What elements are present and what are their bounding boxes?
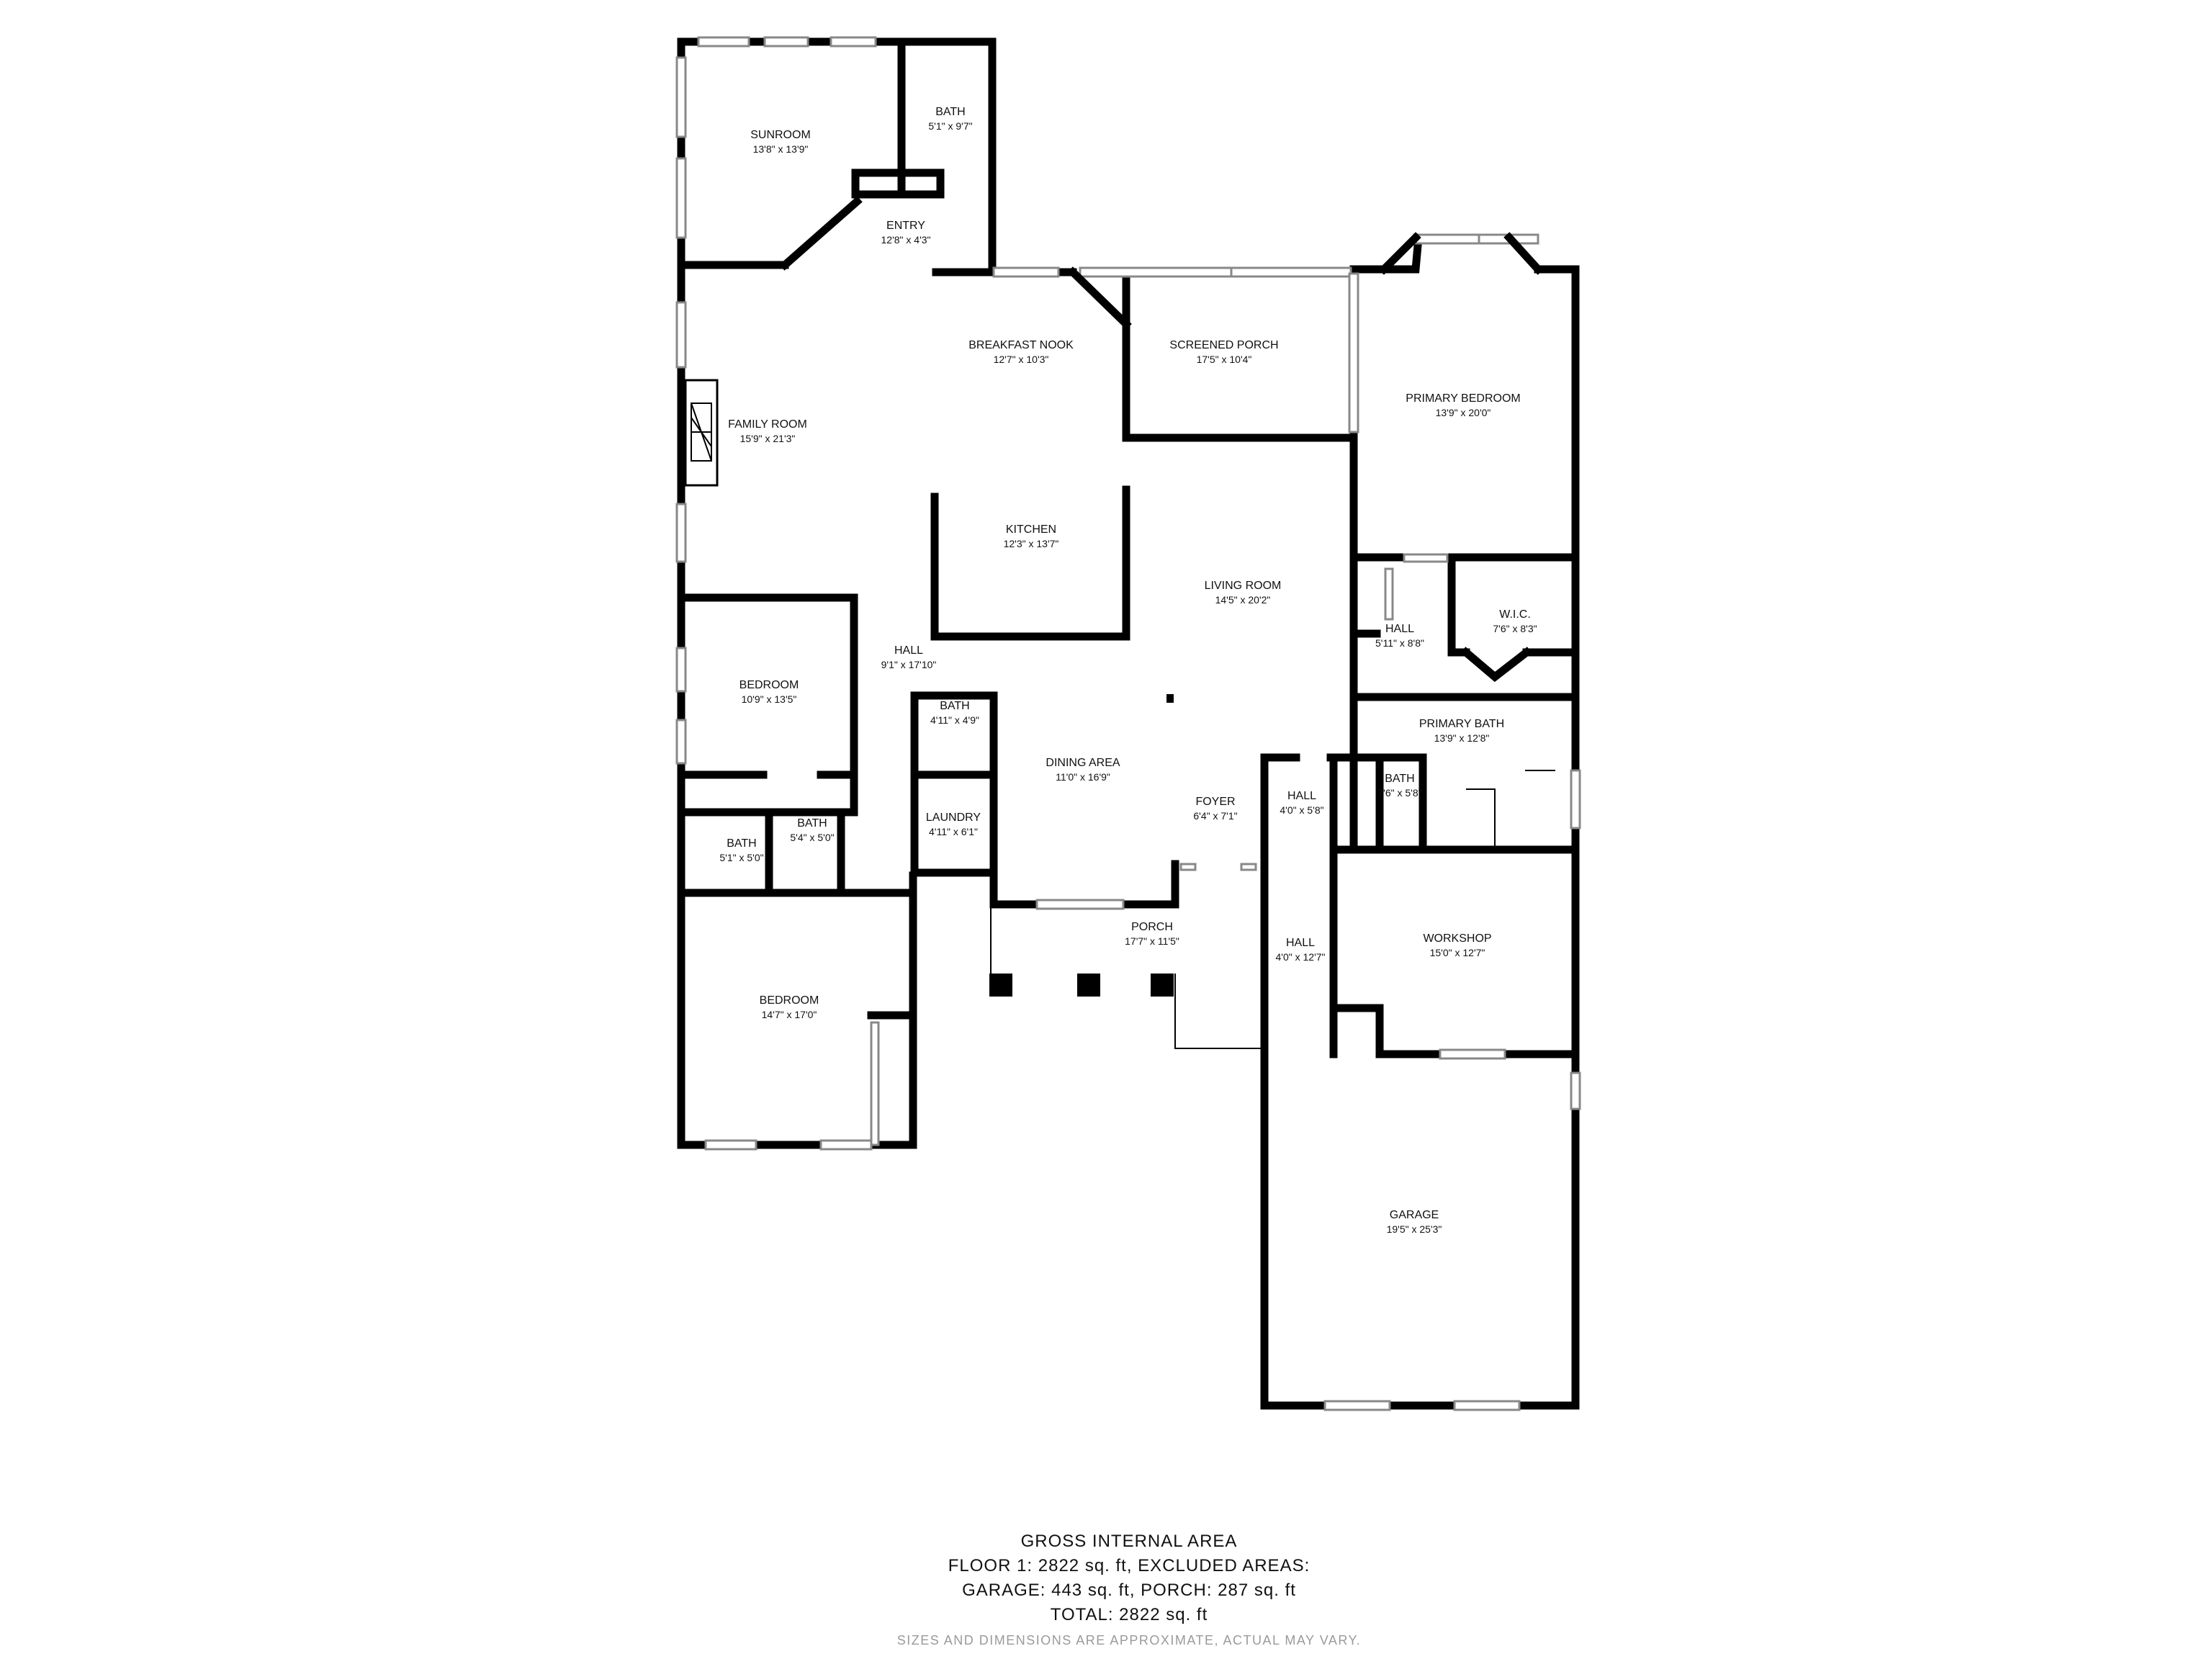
walls <box>677 37 1580 1410</box>
room-dimension-living-room: 14'5" x 20'2" <box>1215 594 1271 606</box>
room-dimension-hall: 9'1" x 17'10" <box>881 659 937 670</box>
room-name-hall: HALL <box>1385 623 1414 635</box>
summary-excluded: GARAGE: 443 sq. ft, PORCH: 287 sq. ft <box>962 1581 1296 1600</box>
room-name-porch: PORCH <box>1131 921 1173 933</box>
room-dimension-laundry: 4'11" x 6'1" <box>929 826 978 837</box>
room-dimension-dining-area: 11'0" x 16'9" <box>1056 771 1110 783</box>
room-name-workshop: WORKSHOP <box>1423 932 1491 945</box>
room-name-hall: HALL <box>1287 790 1316 802</box>
room-name-family-room: FAMILY ROOM <box>728 418 807 431</box>
room-dimension-garage: 19'5" x 25'3" <box>1387 1223 1442 1235</box>
room-dimension-screened-porch: 17'5" x 10'4" <box>1197 354 1252 365</box>
summary-total: TOTAL: 2822 sq. ft <box>1051 1605 1208 1624</box>
room-name-primary-bath: PRIMARY BATH <box>1419 718 1504 730</box>
room-dimension-foyer: 6'4" x 7'1" <box>1193 810 1237 822</box>
room-name-bath: BATH <box>727 837 756 850</box>
room-dimension-bedroom: 14'7" x 17'0" <box>762 1009 817 1020</box>
room-name-laundry: LAUNDRY <box>926 811 981 824</box>
room-name-primary-bedroom: PRIMARY BEDROOM <box>1406 392 1520 405</box>
room-name-hall: HALL <box>1286 937 1315 949</box>
room-name-bath: BATH <box>797 817 827 830</box>
room-dimension-w-i-c: 7'6" x 8'3" <box>1493 623 1537 634</box>
room-dimension-entry: 12'8" x 4'3" <box>881 234 931 246</box>
room-dimension-bedroom: 10'9" x 13'5" <box>742 693 797 705</box>
room-dimension-primary-bedroom: 13'9" x 20'0" <box>1436 407 1491 418</box>
room-dimension-kitchen: 12'3" x 13'7" <box>1004 538 1059 549</box>
room-name-dining-area: DINING AREA <box>1046 757 1120 769</box>
room-dimension-breakfast-nook: 12'7" x 10'3" <box>994 354 1049 365</box>
room-name-w-i-c: W.I.C. <box>1499 608 1531 621</box>
room-name-garage: GARAGE <box>1390 1209 1439 1221</box>
room-dimension-primary-bath: 13'9" x 12'8" <box>1434 732 1490 744</box>
room-dimension-hall: 4'0" x 12'7" <box>1276 951 1326 963</box>
room-dimension-family-room: 15'9" x 21'3" <box>740 433 796 444</box>
room-dimension-bath: 7'6" x 5'8" <box>1377 787 1421 799</box>
fireplace <box>684 379 719 487</box>
summary-heading: GROSS INTERNAL AREA <box>1021 1532 1238 1551</box>
room-name-kitchen: KITCHEN <box>1006 523 1056 536</box>
disclaimer: SIZES AND DIMENSIONS ARE APPROXIMATE, AC… <box>897 1633 1362 1647</box>
room-name-hall: HALL <box>894 644 923 657</box>
room-name-living-room: LIVING ROOM <box>1205 580 1282 592</box>
room-name-entry: ENTRY <box>886 220 925 232</box>
room-name-bedroom: BEDROOM <box>739 679 799 691</box>
room-dimension-sunroom: 13'8" x 13'9" <box>753 143 809 155</box>
angled-walls <box>779 196 1555 847</box>
room-name-bath: BATH <box>935 106 965 118</box>
room-dimension-workshop: 15'0" x 12'7" <box>1430 947 1485 958</box>
room-name-bath: BATH <box>1385 773 1414 785</box>
room-name-foyer: FOYER <box>1195 796 1235 808</box>
room-dimension-bath: 5'1" x 9'7" <box>928 120 972 132</box>
room-labels: SUNROOM 13'8" x 13'9" BATH 5'1" x 9'7" ENTRY… <box>719 106 1537 1235</box>
room-dimension-bath: 5'4" x 5'0" <box>790 832 834 843</box>
windows <box>675 36 1581 1411</box>
room-dimension-porch: 17'7" x 11'5" <box>1125 935 1179 947</box>
room-name-breakfast-nook: BREAKFAST NOOK <box>968 339 1074 351</box>
room-dimension-hall: 5'11" x 8'8" <box>1375 637 1424 649</box>
room-name-sunroom: SUNROOM <box>750 129 811 141</box>
room-dimension-bath: 5'1" x 5'0" <box>719 852 763 863</box>
room-name-bedroom: BEDROOM <box>760 994 819 1007</box>
summary-floor: FLOOR 1: 2822 sq. ft, EXCLUDED AREAS: <box>948 1556 1310 1575</box>
room-dimension-bath: 4'11" x 4'9" <box>930 714 979 726</box>
area-summary: GROSS INTERNAL AREA FLOOR 1: 2822 sq. ft… <box>897 1532 1362 1647</box>
room-dimension-hall: 4'0" x 5'8" <box>1280 804 1323 816</box>
room-name-bath: BATH <box>940 700 969 712</box>
room-name-screened-porch: SCREENED PORCH <box>1169 339 1278 351</box>
